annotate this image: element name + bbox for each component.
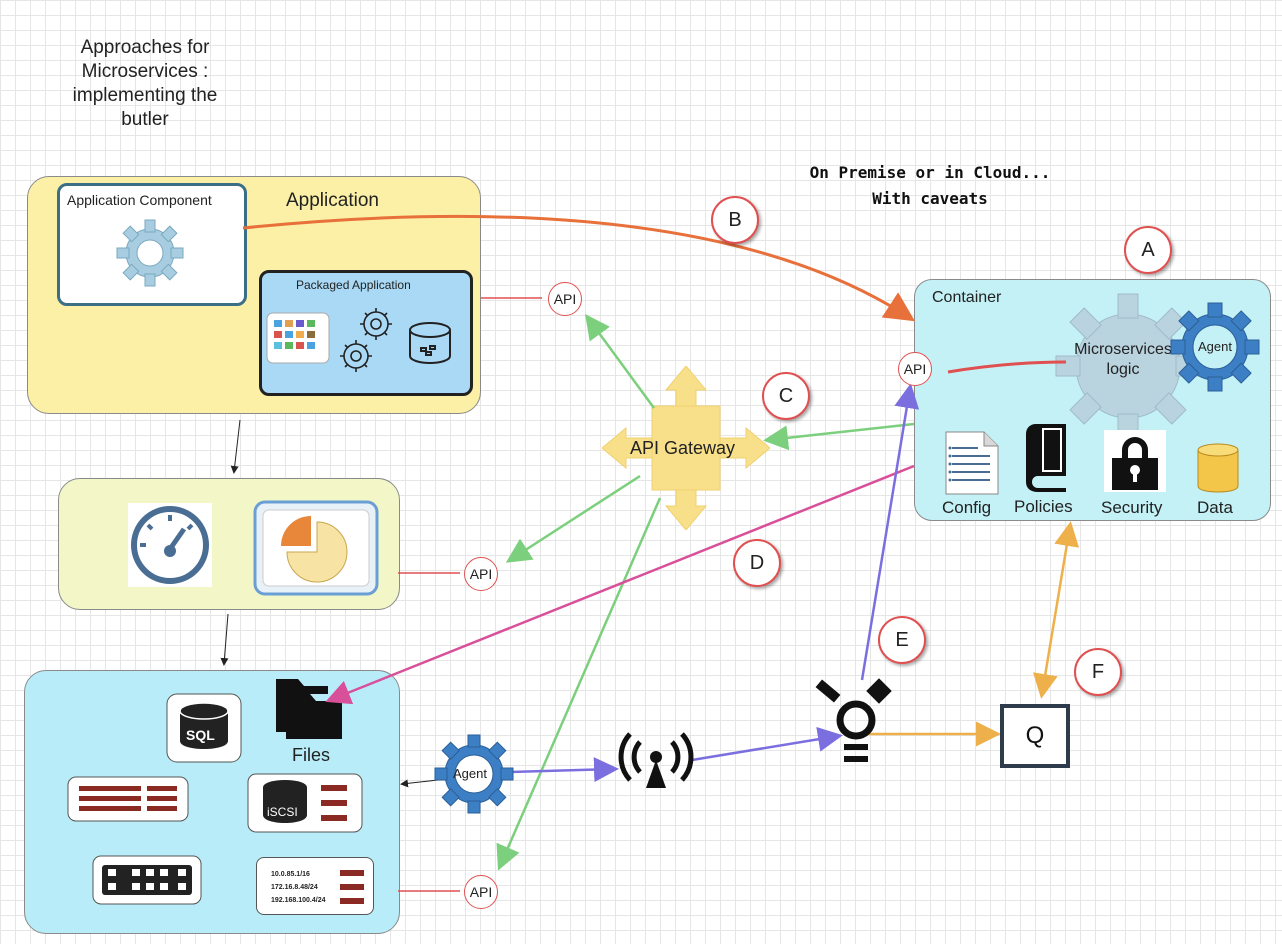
wireless-tower-icon [618,732,694,788]
packaged-application-label: Packaged Application [296,278,411,292]
api-badge-storage[interactable]: API [464,875,498,909]
iscsi-storage-icon[interactable] [247,773,363,833]
marker-e: E [878,616,926,664]
api-badge-container[interactable]: API [898,352,932,386]
security-label: Security [1101,498,1163,517]
gear-icon [116,219,184,287]
marker-a: A [1124,226,1172,274]
sql-label: SQL [186,727,215,743]
marker-d: D [733,539,781,587]
process-gears-icon [340,308,392,372]
ip-address-1: 10.0.85.1/16 [271,871,310,878]
security-lock-icon [1104,430,1166,492]
server-rack-icon[interactable] [67,776,189,822]
api-gateway-label: API Gateway [630,438,736,458]
agent-gear-icon[interactable] [434,734,514,814]
api-badge-application[interactable]: API [548,282,582,316]
sql-database-icon[interactable] [166,693,242,763]
marker-b: B [711,196,759,244]
policies-label: Policies [1014,497,1073,516]
ip-address-2: 172.16.8.48/24 [271,884,318,891]
api-gateway-arrows-icon[interactable] [602,366,770,530]
config-document-icon [945,431,999,495]
data-cylinder-icon [1197,443,1239,493]
marker-f: F [1074,648,1122,696]
agent-gear-icon [1170,302,1260,392]
application-label: Application [286,190,379,211]
application-component-label: Application Component [67,192,212,208]
ip-address-3: 192.168.100.4/24 [271,897,326,904]
deployment-note: On Premise or in Cloud... With caveats [809,163,1051,208]
firewire-hub-icon [815,678,892,762]
app-grid-icon [266,312,330,364]
network-switch-icon[interactable] [92,855,202,905]
database-icon [409,322,451,365]
microservices-logic-label: Microservices logic [1074,341,1172,378]
data-label: Data [1197,498,1233,517]
policies-book-icon [1026,424,1066,492]
api-badge-monitoring[interactable]: API [464,557,498,591]
container-label: Container [932,289,1002,306]
ip-bars-icon [340,870,364,904]
iscsi-label: iSCSI [267,805,298,819]
storage-agent-label: Agent [453,766,487,781]
files-label: Files [292,745,331,765]
marker-c: C [762,372,810,420]
pie-chart-icon[interactable] [253,500,379,596]
folder-icon[interactable] [274,677,346,741]
diagram-title: Approaches for Microservices : implement… [72,37,218,130]
gauge-icon [128,503,212,587]
config-label: Config [942,498,992,517]
queue-box[interactable]: Q [1000,704,1070,768]
agent-label: Agent [1198,339,1232,354]
